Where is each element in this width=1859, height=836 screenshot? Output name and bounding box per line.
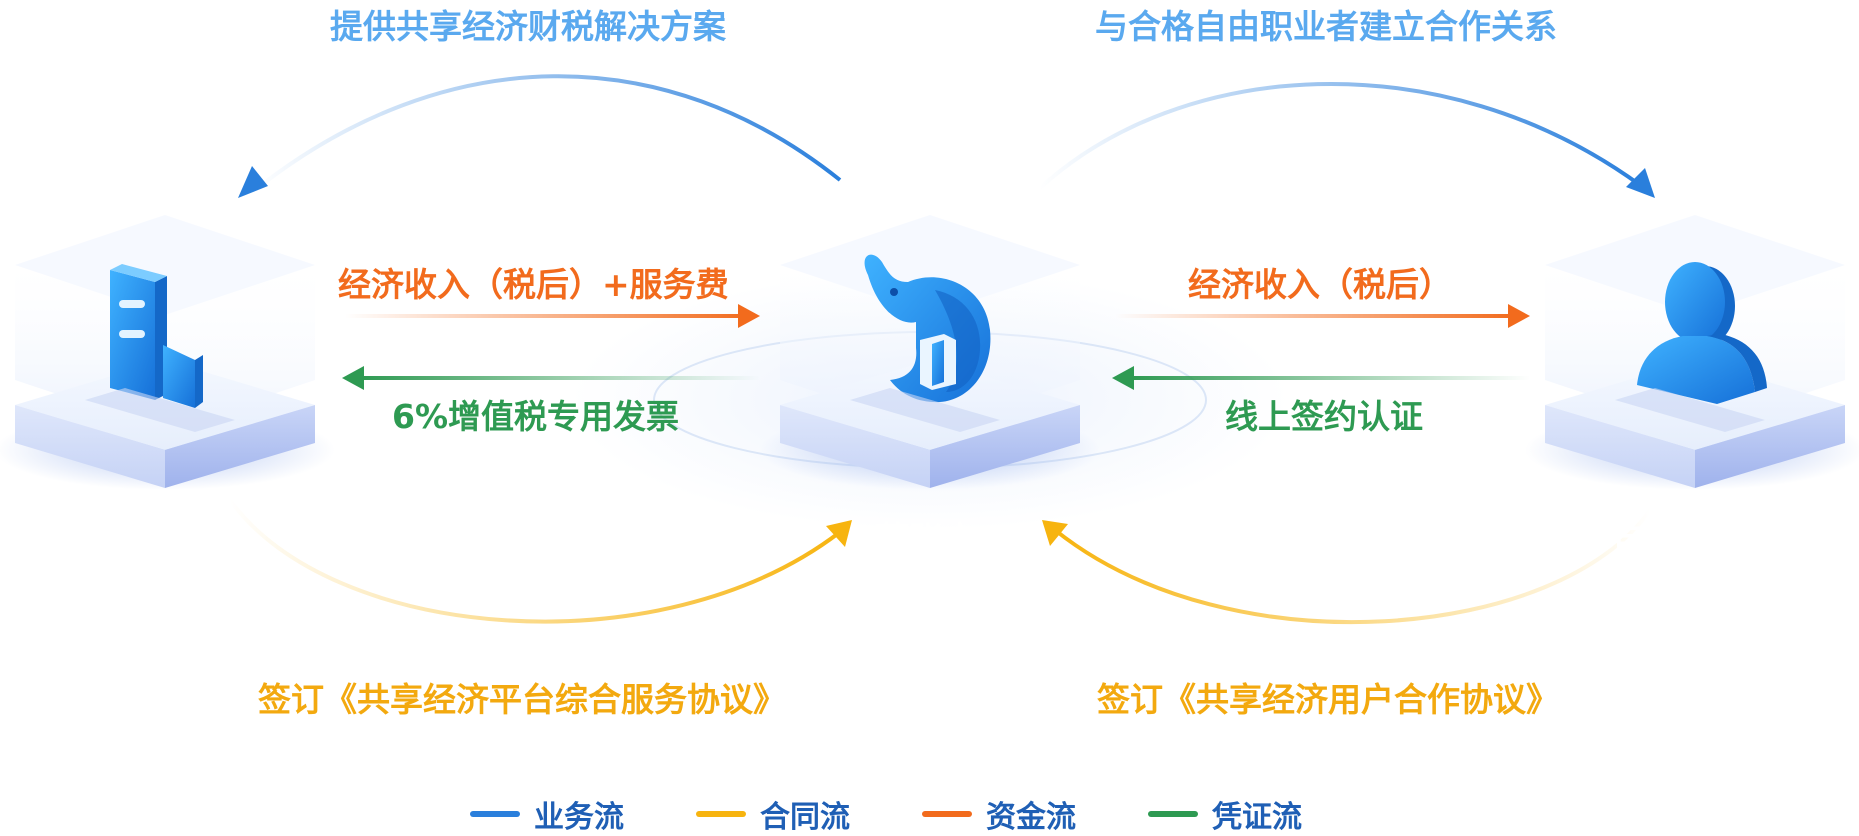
line-voucher-left xyxy=(360,376,760,380)
elephant-icon xyxy=(864,254,991,403)
arrowhead-business-right xyxy=(1626,168,1655,198)
legend-item-contract: 合同流 xyxy=(696,792,850,836)
arc-business-left xyxy=(253,74,842,192)
line-money-left xyxy=(345,314,750,318)
arrowhead-voucher-left xyxy=(342,366,364,390)
arc-contract-left xyxy=(228,498,842,624)
label-voucher-right: 线上签约认证 xyxy=(1225,397,1423,436)
legend-label: 凭证流 xyxy=(1212,800,1302,835)
node-enterprise xyxy=(0,215,335,490)
legend-item-money: 资金流 xyxy=(922,792,1076,836)
legend-swatch xyxy=(1148,811,1198,817)
person-icon xyxy=(1637,262,1767,404)
legend-swatch xyxy=(470,811,520,817)
line-money-right xyxy=(1115,314,1515,318)
node-name-freelancer: 自由职业者 xyxy=(1612,520,1782,560)
legend: 业务流 合同流 资金流 凭证流 xyxy=(470,792,1374,836)
building-icon xyxy=(110,264,203,408)
label-contract-left: 签订《共享经济平台综合服务协议》 xyxy=(258,680,786,719)
arc-business-right xyxy=(1038,81,1642,190)
legend-swatch xyxy=(922,811,972,817)
arrowhead-contract-right xyxy=(1042,520,1068,546)
arrowhead-money-right xyxy=(1508,304,1530,328)
node-freelancer xyxy=(1525,215,1859,490)
arrowhead-business-left xyxy=(238,166,268,198)
node-name-platform: 薪账户 xyxy=(875,520,977,560)
legend-label: 资金流 xyxy=(986,800,1076,835)
label-business-right: 与合格自由职业者建立合作关系 xyxy=(1095,7,1557,46)
arrowhead-money-left xyxy=(738,304,760,328)
legend-label: 合同流 xyxy=(760,800,850,835)
label-money-right: 经济收入（税后） xyxy=(1188,265,1452,304)
label-contract-right: 签订《共享经济用户合作协议》 xyxy=(1097,680,1559,719)
label-business-left: 提供共享经济财税解决方案 xyxy=(330,7,726,46)
node-platform xyxy=(760,215,1100,490)
legend-label: 业务流 xyxy=(534,800,624,835)
line-voucher-right xyxy=(1130,376,1530,380)
arrowhead-contract-left xyxy=(826,520,852,547)
arc-contract-right xyxy=(1053,508,1652,625)
node-name-enterprise: 企业业主 xyxy=(80,520,216,560)
label-money-left: 经济收入（税后）+服务费 xyxy=(338,265,729,304)
legend-swatch xyxy=(696,811,746,817)
legend-item-business: 业务流 xyxy=(470,792,624,836)
legend-item-voucher: 凭证流 xyxy=(1148,792,1302,836)
label-voucher-left: 6%增值税专用发票 xyxy=(392,397,680,436)
arrowhead-voucher-right xyxy=(1112,366,1134,390)
